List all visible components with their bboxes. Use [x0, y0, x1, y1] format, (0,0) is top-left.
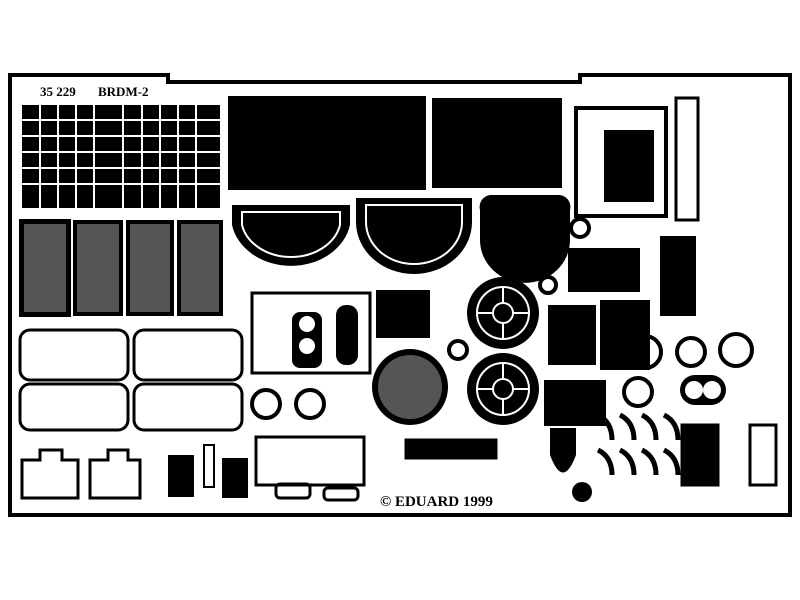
mesh-strip-2: [73, 220, 123, 316]
grille-panel-large-1: [22, 105, 122, 208]
oval-parts: [622, 375, 726, 408]
grille-disc: [372, 349, 448, 425]
right-panels: [544, 96, 700, 426]
rounded-plate-1: [18, 328, 244, 432]
arc-parts: [596, 412, 681, 476]
vision-block-parts: [292, 305, 358, 368]
mesh-strip-3: [126, 220, 174, 316]
d-cover-2: [356, 198, 472, 274]
fret-model-name: BRDM-2: [98, 84, 149, 99]
fret-frame: [8, 73, 792, 517]
periscope-block: [376, 290, 430, 338]
bracket-parts: [20, 448, 142, 500]
mesh-strip-1: [19, 219, 71, 317]
vision-block-panel: [250, 291, 372, 375]
bottom-strips: [254, 423, 778, 502]
round-cover-3: [479, 195, 571, 283]
grille-panel-large-2: [124, 105, 220, 208]
mesh-strip-4: [177, 220, 223, 316]
fan-disc-2: [467, 353, 539, 425]
hatch-panel-2: [432, 98, 562, 188]
fret-code: 35 229: [40, 84, 76, 99]
small-disc: [572, 482, 592, 502]
key-part: [550, 428, 576, 473]
fan-disc-1: [467, 277, 539, 349]
copyright-text: © EDUARD 1999: [380, 494, 493, 510]
bracket-parts-dark: [168, 444, 248, 498]
d-cover-1: [232, 205, 350, 266]
hatch-panel-1: [228, 96, 426, 190]
